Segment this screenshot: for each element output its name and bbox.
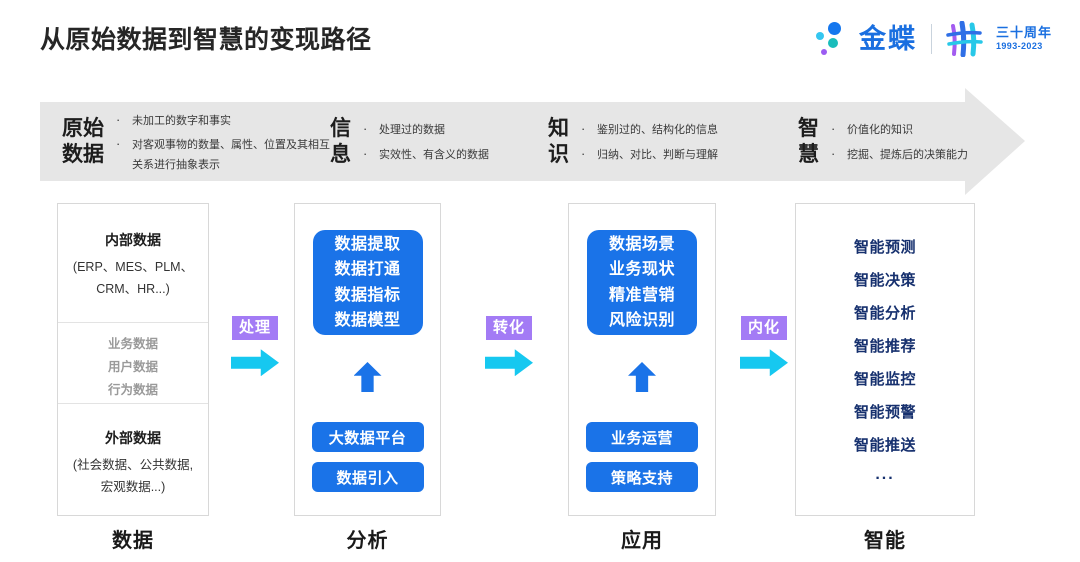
maturity-banner: 原始 数据 · 未加工的数字和事实 · 对客观事物的数量、属性、位置及其相互关系… [40,88,1025,195]
card-line: 数据指标 [334,286,401,304]
banner-group-wisdom: 智 慧 · 价值化的知识 · 挖掘、提炼后的决策能力 [798,102,968,181]
stage-label-analysis: 分析 [346,530,389,552]
connector-label: 处理 [231,316,278,341]
banner-groups: 原始 数据 · 未加工的数字和事实 · 对客观事物的数量、属性、位置及其相互关系… [40,102,968,181]
external-data-section: 外部数据 (社会数据、公共数据, 宏观数据...) [58,404,208,498]
banner-arrow-shape [40,88,1025,195]
brand-dot-cyan [815,32,824,40]
banner-group-information: 信 息 · 处理过的数据 · 实效性、有含义的数据 [330,102,548,181]
intelligence-item: 智能预警 [853,403,916,421]
intelligence-item: 智能预测 [853,238,916,256]
data-types-section: 业务数据 用户数据 行为数据 [58,322,208,404]
card-line: 业务现状 [608,261,675,279]
stage-label-application: 应用 [621,530,663,552]
banner-bullet: · 鉴别过的、结构化的信息 [581,117,718,141]
banner-bullet: · 价值化的知识 [831,117,968,141]
intelligence-ellipsis: ... [875,465,895,483]
data-type-item: 业务数据 [107,337,158,351]
column-data-box: 内部数据 (ERP、MES、PLM、 CRM、HR...) 业务数据 用户数据 … [57,203,209,516]
bullet-dot-icon: · [831,145,836,161]
right-arrow-icon [231,349,279,377]
page-title: 从原始数据到智慧的变现路径 [40,26,372,54]
intelligence-capability-list: 智能预测 智能决策 智能分析 智能推荐 智能监控 智能预警 智能推送 ... [796,204,974,515]
column-intelligence-box: 智能预测 智能决策 智能分析 智能推荐 智能监控 智能预警 智能推送 ... [795,203,975,516]
brand-name: 金蝶 [858,23,917,54]
intelligence-item: 智能分析 [853,304,916,322]
banner-group-heading: 原始 数据 [62,116,104,166]
application-pill-strategy: 策略支持 [586,462,698,492]
brand-dot-large-blue [827,22,841,35]
banner-group-raw-data: 原始 数据 · 未加工的数字和事实 · 对客观事物的数量、属性、位置及其相互关系… [40,102,330,181]
brand-logo: 金蝶 三十周年 1993-2023 [815,18,1052,60]
intelligence-item: 智能推荐 [853,337,916,355]
analysis-capability-card: 数据提取 数据打通 数据指标 数据模型 [312,230,423,335]
column-application-box: 数据场景 业务现状 精准营销 风险识别 业务运营 策略支持 [568,203,716,516]
banner-group-bullets: · 价值化的知识 · 挖掘、提炼后的决策能力 [831,117,968,165]
brand-divider [930,24,932,54]
card-line: 数据场景 [608,235,675,253]
anniversary-label: 三十周年 [995,25,1052,41]
banner-group-heading: 信 息 [330,116,351,166]
bullet-dot-icon: · [363,121,368,137]
anniversary-mark-icon [946,20,986,58]
bullet-dot-icon: · [581,121,586,137]
brand-dot-purple [820,49,827,55]
up-arrow-icon [628,362,656,392]
card-line: 数据提取 [334,235,401,253]
bullet-dot-icon: · [116,135,121,151]
banner-group-bullets: · 鉴别过的、结构化的信息 · 归纳、对比、判断与理解 [581,117,718,165]
banner-bullet: · 归纳、对比、判断与理解 [581,142,718,166]
internal-data-title: 内部数据 [105,232,161,248]
brand-dot-teal [827,38,838,48]
right-arrow-icon [485,349,533,377]
kingdee-dots-icon [815,21,849,57]
banner-bullet: · 未加工的数字和事实 [116,108,330,132]
data-type-item: 用户数据 [107,360,158,375]
data-type-item: 行为数据 [107,383,158,398]
column-analysis-box: 数据提取 数据打通 数据指标 数据模型 大数据平台 数据引入 [294,203,441,516]
analysis-pill-ingest: 数据引入 [311,462,424,492]
banner-group-bullets: · 处理过的数据 · 实效性、有含义的数据 [363,117,489,165]
connector-label: 转化 [485,316,532,341]
connector-processing: 处理 [225,316,285,377]
analysis-pill-platform: 大数据平台 [311,422,424,452]
banner-group-bullets: · 未加工的数字和事实 · 对客观事物的数量、属性、位置及其相互关系进行抽象表示 [116,108,330,176]
banner-group-knowledge: 知 识 · 鉴别过的、结构化的信息 · 归纳、对比、判断与理解 [548,102,798,181]
bullet-dot-icon: · [831,121,836,137]
stage-label-data: 数据 [112,530,154,552]
external-data-title: 外部数据 [105,430,161,446]
banner-bullet: · 对客观事物的数量、属性、位置及其相互关系进行抽象表示 [116,132,330,176]
bullet-dot-icon: · [363,145,368,161]
bullet-dot-icon: · [581,145,586,161]
bullet-dot-icon: · [116,111,121,127]
right-arrow-icon [740,349,788,377]
connector-internalization: 内化 [734,316,794,377]
intelligence-item: 智能决策 [853,271,916,289]
up-arrow-icon [353,362,382,392]
connector-conversion: 转化 [479,316,539,377]
application-capability-card: 数据场景 业务现状 精准营销 风险识别 [587,230,697,335]
card-line: 精准营销 [608,286,675,304]
banner-bullet: · 实效性、有含义的数据 [363,142,489,166]
application-pill-operations: 业务运营 [586,422,698,452]
card-line: 数据模型 [334,311,401,329]
card-line: 数据打通 [334,261,401,279]
banner-bullet: · 处理过的数据 [363,117,489,141]
intelligence-item: 智能监控 [853,370,916,388]
anniversary-years: 1993-2023 [995,41,1043,52]
external-data-subtitle: (社会数据、公共数据, 宏观数据...) [72,458,194,494]
internal-data-subtitle: (ERP、MES、PLM、 CRM、HR...) [72,260,194,296]
connector-label: 内化 [740,316,787,341]
anniversary-text: 三十周年 1993-2023 [995,25,1052,52]
intelligence-item: 智能推送 [853,436,916,454]
banner-group-heading: 知 识 [548,116,569,166]
banner-group-heading: 智 慧 [798,116,819,166]
internal-data-section: 内部数据 (ERP、MES、PLM、 CRM、HR...) [58,204,208,322]
stage-label-intelligence: 智能 [864,530,906,552]
card-line: 风险识别 [608,311,675,329]
banner-bullet: · 挖掘、提炼后的决策能力 [831,142,968,166]
